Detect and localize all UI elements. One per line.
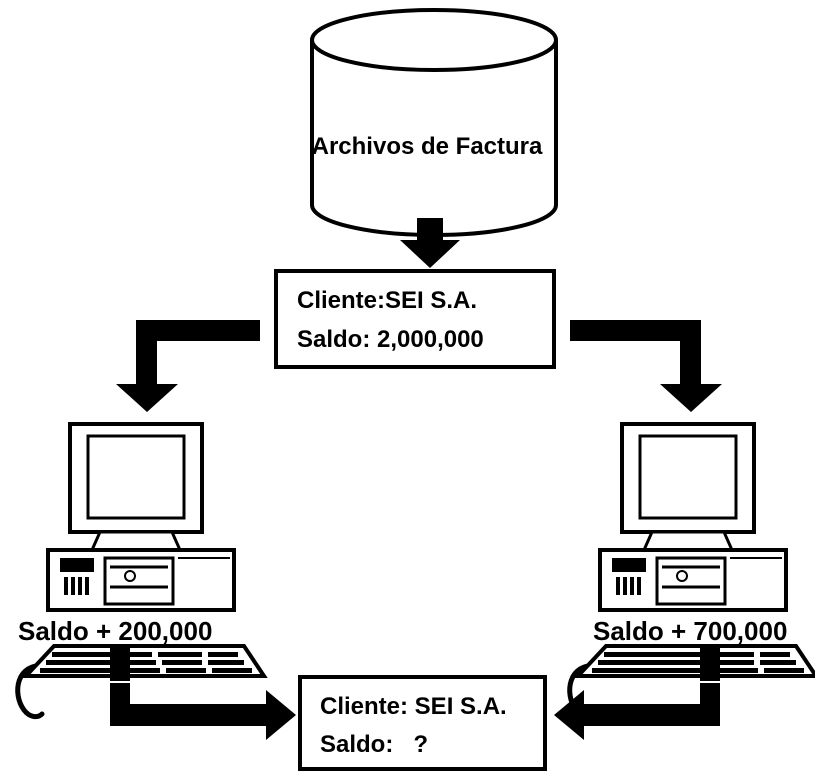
left-computer-caption: Saldo + 200,000 [18, 616, 212, 646]
record-bottom-balance: Saldo: ? [320, 731, 428, 758]
database-cylinder: Archivos de Factura [310, 8, 558, 237]
record-top-client: Cliente:SEI S.A. [297, 287, 477, 314]
arrow-record-to-right-computer [570, 320, 722, 412]
database-label: Archivos de Factura [312, 133, 543, 160]
record-box-top: Cliente:SEI S.A. Saldo: 2,000,000 [274, 269, 556, 369]
right-computer-caption: Saldo + 700,000 [593, 616, 787, 646]
arrow-left-computer-to-bottom-record [110, 648, 296, 740]
arrow-record-to-left-computer [116, 320, 260, 412]
left-computer: Saldo + 200,000 [18, 424, 264, 717]
record-top-balance: Saldo: 2,000,000 [297, 326, 484, 353]
record-bottom-client: Cliente: SEI S.A. [320, 693, 507, 720]
arrow-database-to-record [400, 218, 460, 268]
arrow-right-computer-to-bottom-record [554, 644, 720, 740]
computer-icon [18, 424, 264, 717]
right-computer: Saldo + 700,000 [570, 424, 815, 717]
computer-icon [570, 424, 815, 717]
record-box-bottom: Cliente: SEI S.A. Saldo: ? [298, 675, 547, 771]
